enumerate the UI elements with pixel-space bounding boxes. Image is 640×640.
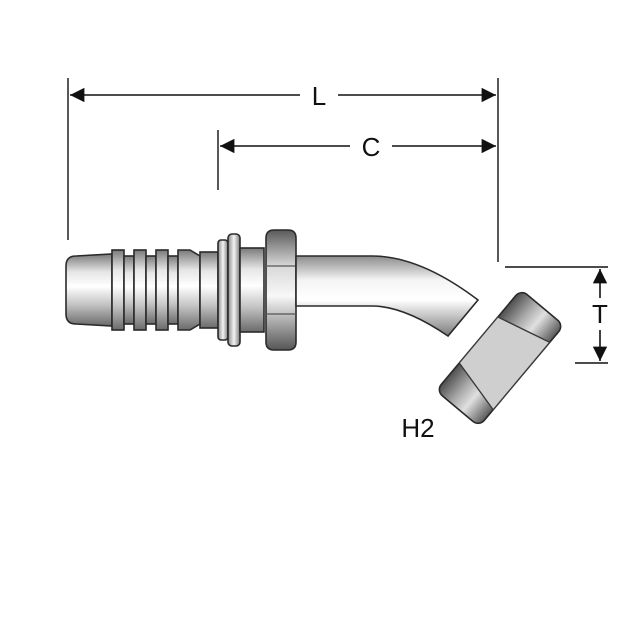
stem-collar (199, 251, 219, 329)
hose-insert-tip (65, 253, 113, 327)
hex-nut (265, 229, 297, 351)
swivel-nut-edge-2 (458, 362, 494, 411)
dimension-t-label: T (592, 299, 608, 329)
barb-ridge-2 (133, 249, 147, 331)
bent-tube (295, 255, 480, 338)
dimension-c-label: C (362, 132, 381, 162)
flange-rings (217, 233, 265, 347)
swivel-nut (438, 291, 562, 425)
flange-ring-1 (217, 239, 229, 341)
barb-ridge-4 (177, 249, 201, 331)
barb-ridge-1 (111, 249, 125, 331)
barb-ridges (111, 249, 201, 331)
flange-ring-2 (227, 233, 241, 347)
hose-fitting (65, 229, 562, 425)
dimension-h2-label: H2 (401, 413, 434, 443)
barb-groove-1 (123, 255, 135, 325)
dimension-l-label: L (312, 81, 326, 111)
flange-neck (239, 247, 265, 333)
swivel-nut-edge-1 (497, 316, 550, 343)
barb-ridge-3 (155, 249, 169, 331)
barb-groove-2 (145, 255, 157, 325)
barb-groove-3 (167, 255, 179, 325)
hex-nut-body (265, 229, 297, 351)
dimension-lines: L C T H2 (67, 78, 608, 443)
